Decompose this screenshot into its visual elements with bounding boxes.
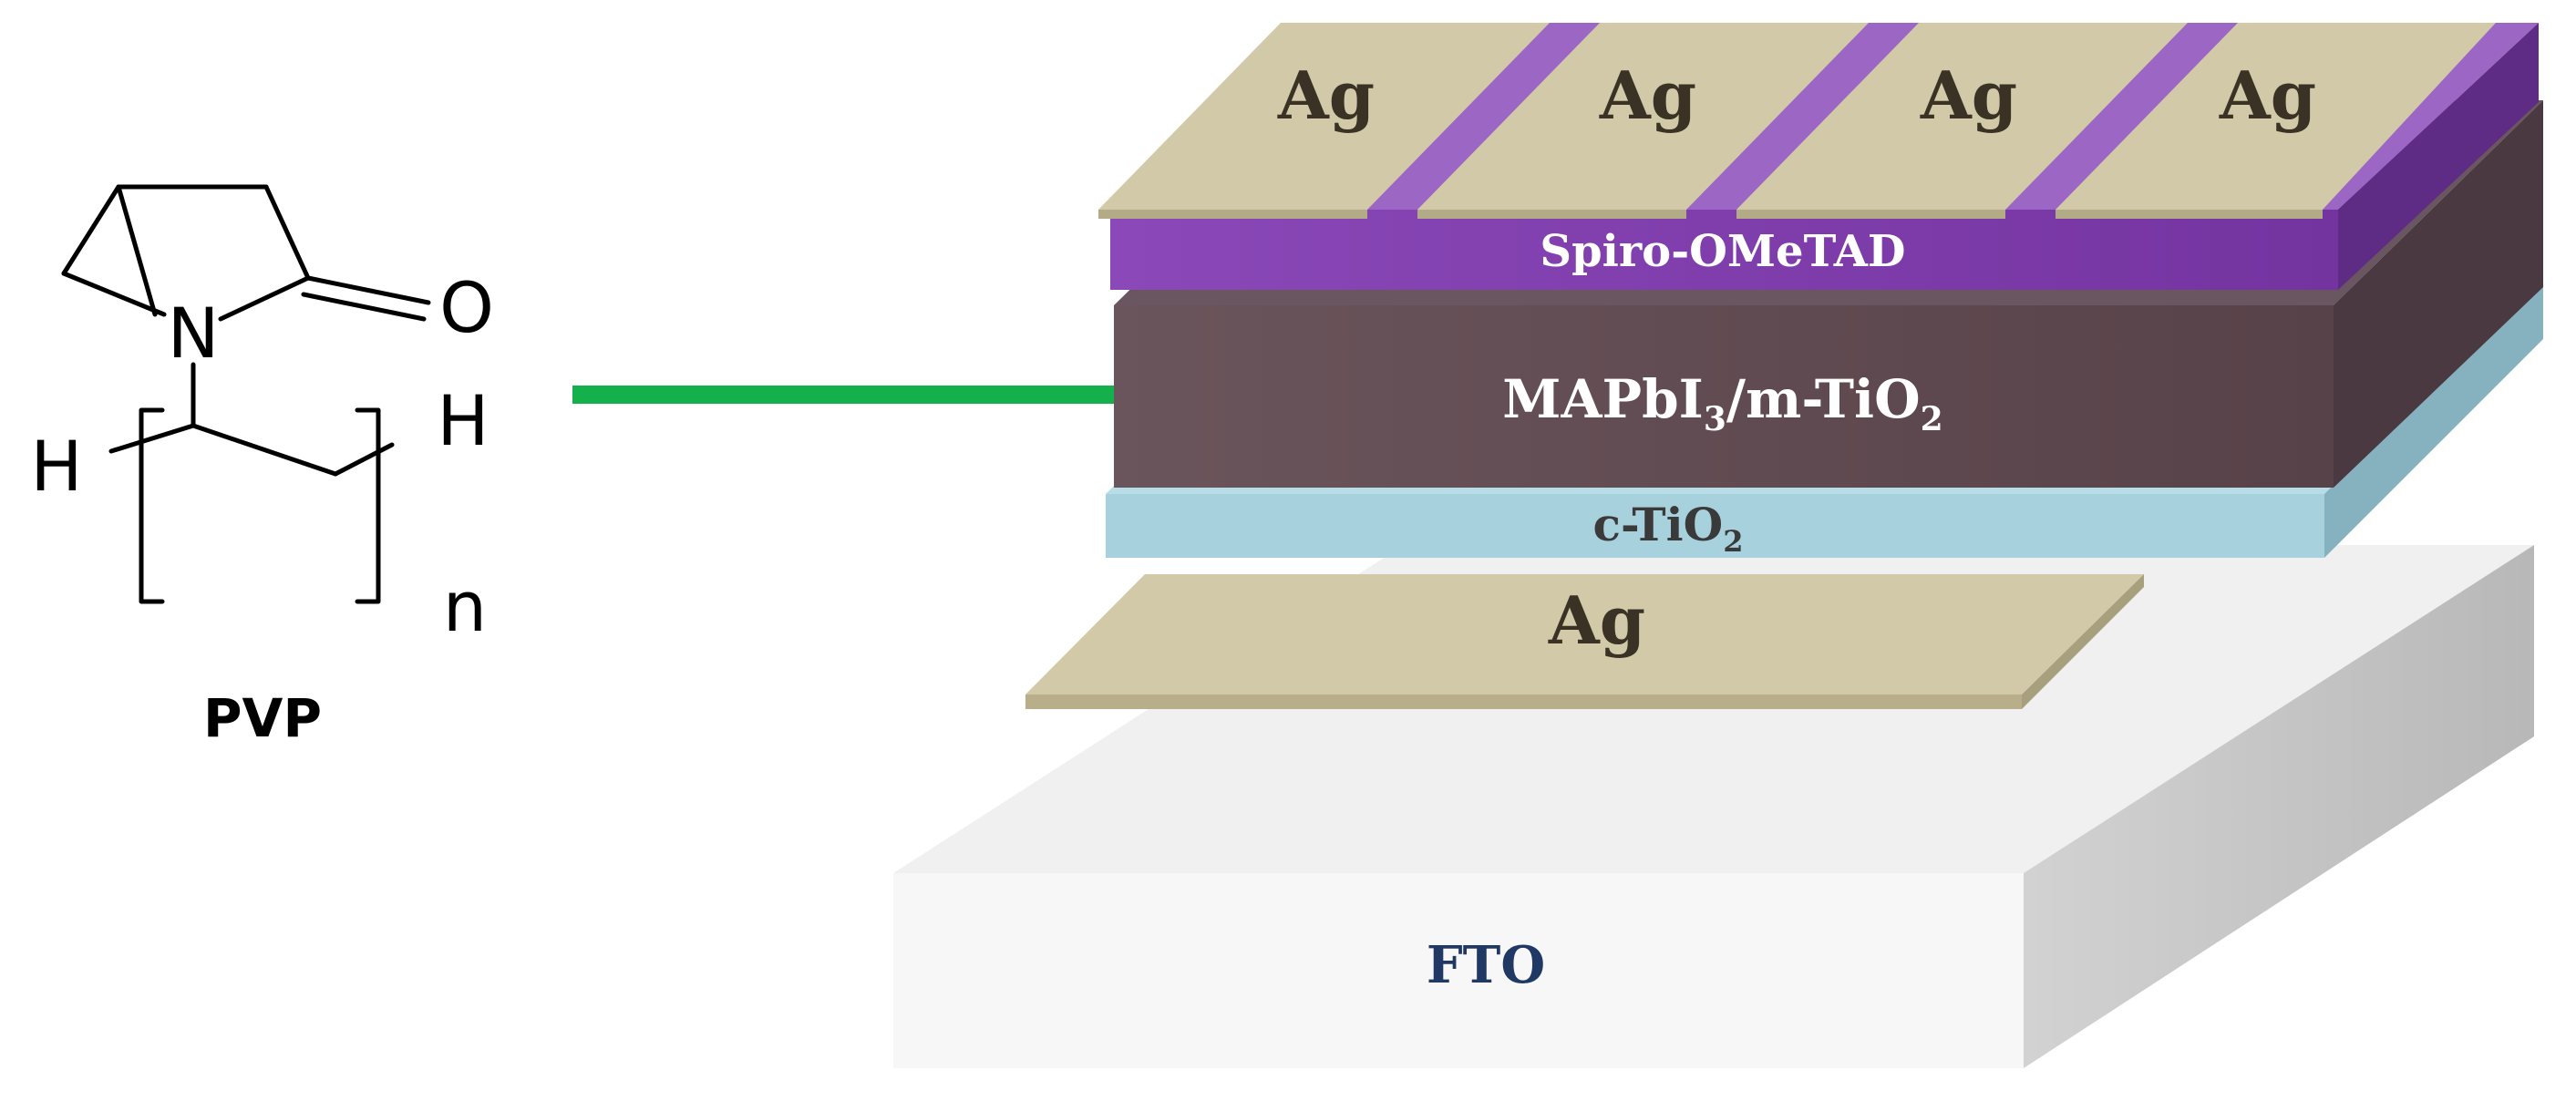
ctio2-label: c-TiO2: [1593, 498, 1744, 559]
hydrogen-right-label: H: [437, 380, 489, 461]
bottom-ag-label: Ag: [1548, 581, 1645, 659]
bottom-ag-electrode: Ag: [1025, 574, 2144, 709]
ctio2-front: [1106, 494, 2324, 558]
top-ag-label-3: Ag: [1920, 57, 2017, 134]
spiro-label: Spiro-OMeTAD: [1540, 226, 1905, 277]
absorber-label: MAPbI3/m-TiO2: [1502, 368, 1942, 438]
top-ag-electrode-3: [1736, 23, 2188, 210]
hydrogen-left-label: H: [30, 426, 82, 507]
top-ag-electrode-edge-4: [2056, 210, 2323, 219]
absorber-front: [1114, 305, 2334, 488]
fto-side-face: [2024, 545, 2534, 1068]
fto-front-face: [893, 873, 2024, 1068]
top-ag-electrode-edge-2: [1417, 210, 1686, 219]
fto-substrate: FTO: [893, 545, 2534, 1068]
top-ag-label-4: Ag: [2219, 57, 2316, 134]
bottom-ag-top: [1025, 574, 2144, 695]
fto-label: FTO: [1427, 935, 1545, 995]
oxygen-atom-label: O: [439, 267, 494, 348]
pvp-structure: [61, 184, 431, 604]
absorber-side: [2334, 100, 2543, 488]
spiro-front: [1110, 210, 2338, 290]
top-ag-label-2: Ag: [1599, 57, 1696, 134]
repeat-unit-subscript: n: [443, 566, 487, 647]
top-ag-electrode-1: [1098, 23, 1550, 210]
nitrogen-atom-label: N: [168, 293, 220, 374]
top-ag-electrode-edge-1: [1098, 210, 1367, 219]
top-ag-electrode-edge-3: [1736, 210, 2005, 219]
pvp-label: PVP: [203, 687, 322, 749]
top-ag-electrodes: Ag Ag Ag Ag: [1098, 23, 2496, 219]
ctio2-side: [2324, 275, 2543, 558]
top-ag-electrode-2: [1417, 23, 1869, 210]
spiro-side: [2338, 23, 2539, 290]
top-ag-label-1: Ag: [1277, 57, 1375, 134]
pvp-atom-labels: N O H H n: [30, 267, 493, 647]
top-ag-electrode-4: [2056, 23, 2496, 210]
